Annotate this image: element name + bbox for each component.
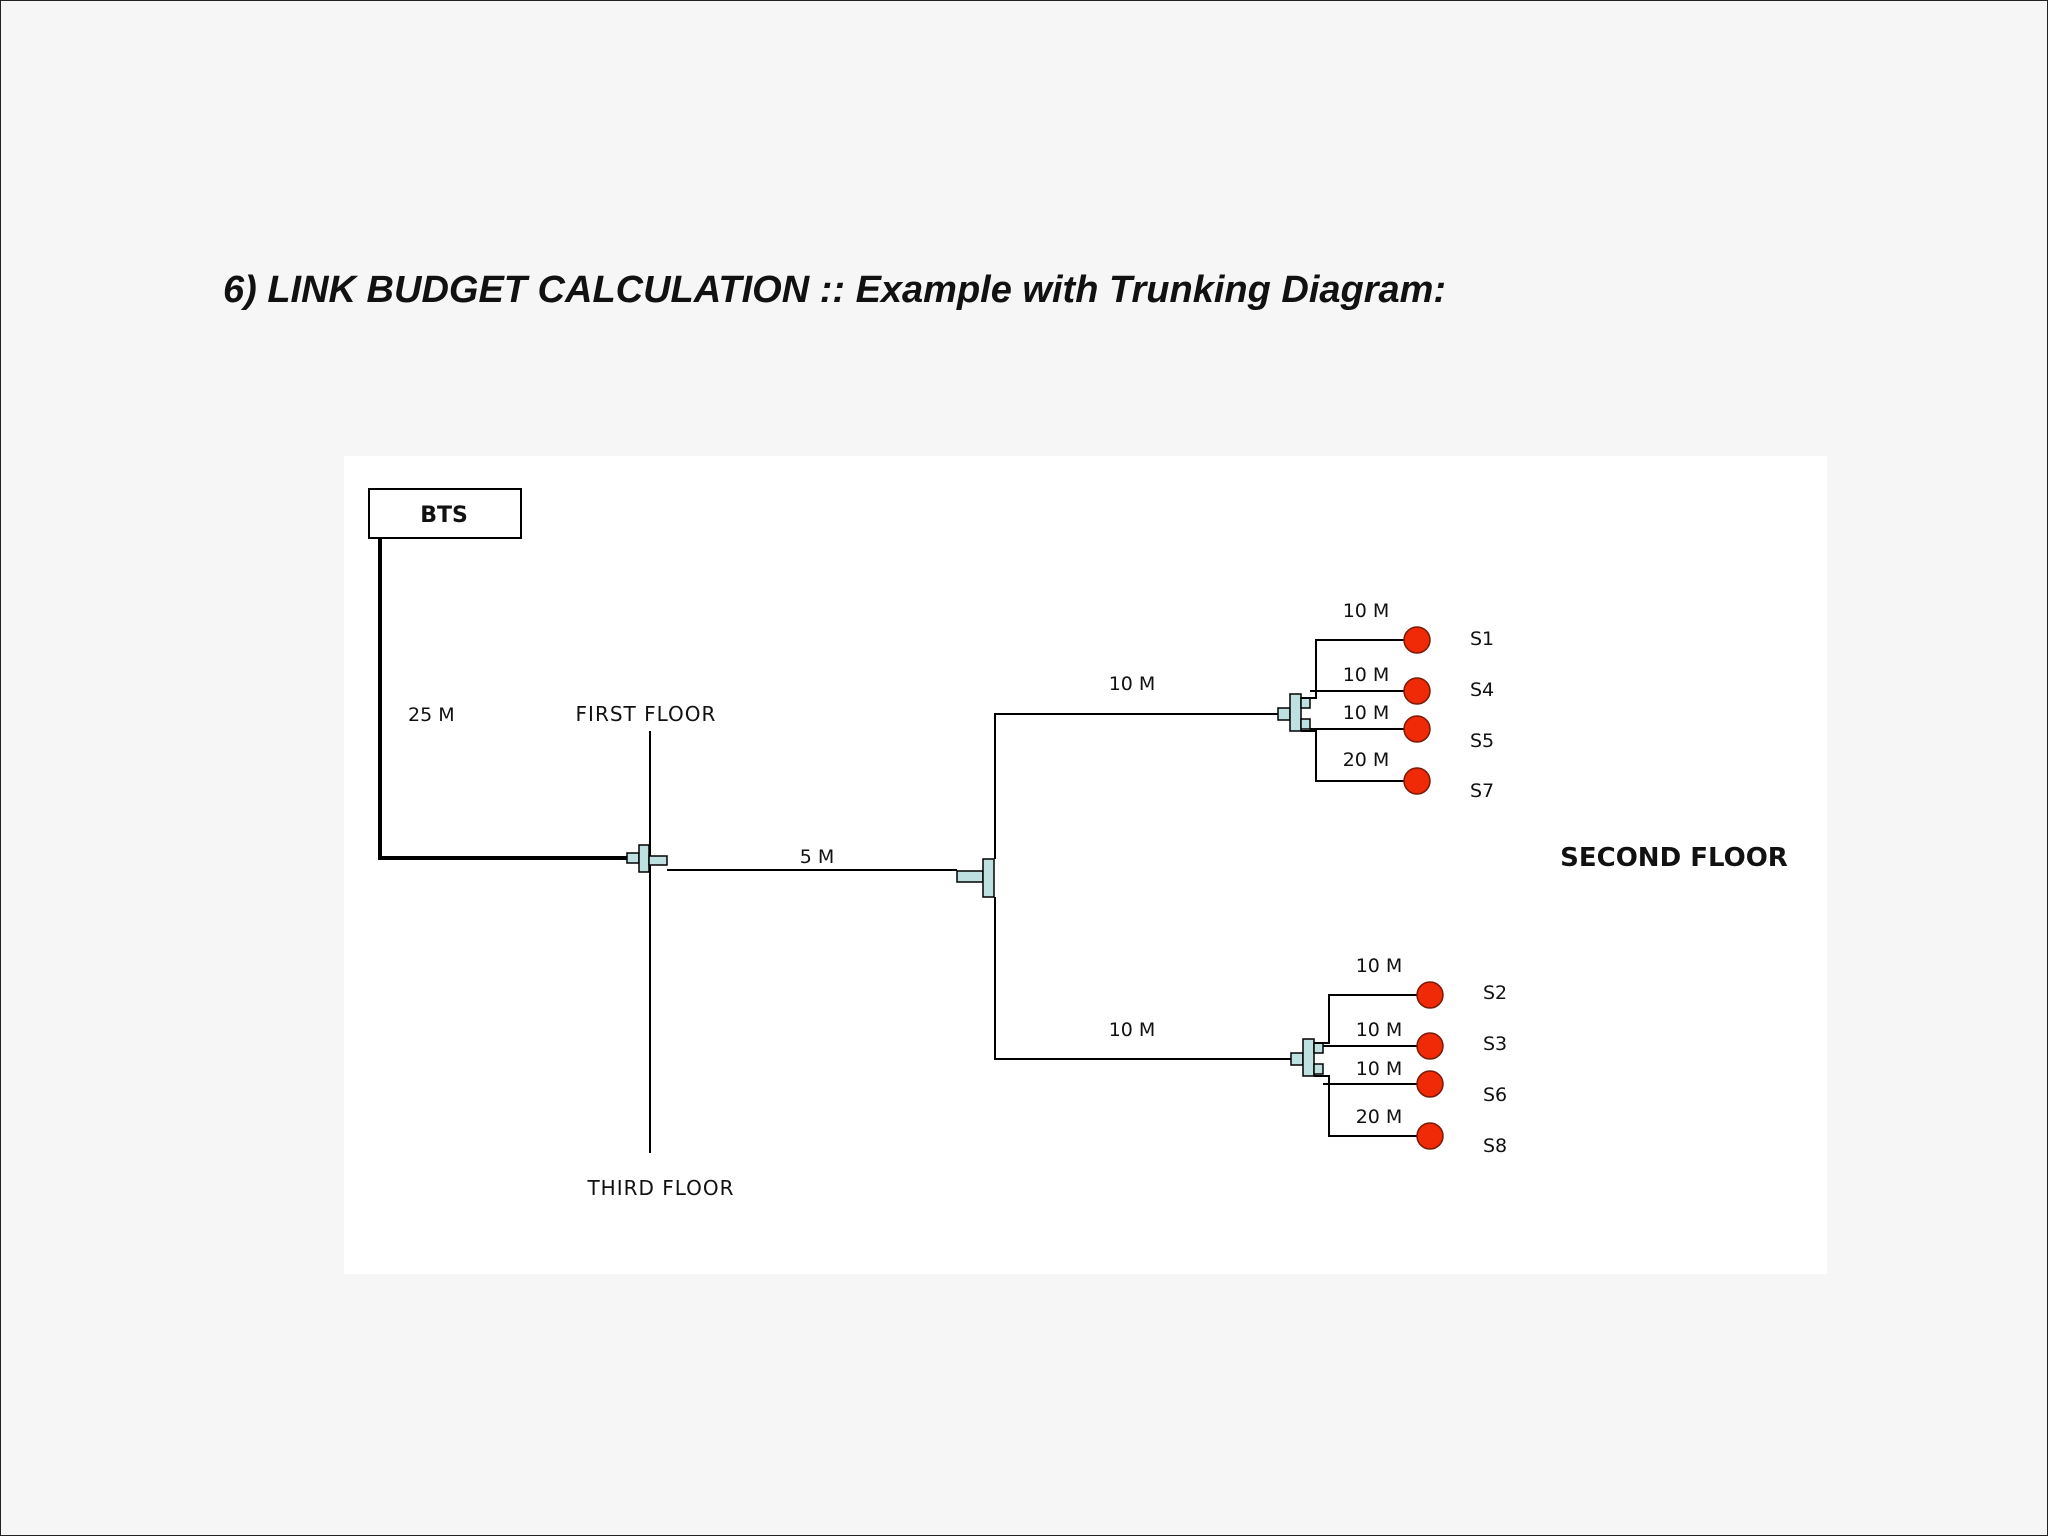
splitter-upper-port-in bbox=[1277, 707, 1291, 721]
splitter-lower-port-b bbox=[1313, 1063, 1324, 1075]
splitter-main-port-in bbox=[626, 852, 640, 864]
cable-length-s4: 10 M bbox=[1343, 664, 1390, 686]
cable-length-s7: 20 M bbox=[1343, 749, 1390, 771]
lower-branch-trunk-length-label: 10 M bbox=[1109, 1019, 1156, 1041]
splitter-main bbox=[626, 844, 668, 873]
splitter-upper-port-a bbox=[1300, 697, 1311, 709]
cable-to-s8 bbox=[1314, 1075, 1429, 1137]
splitter-lower-port-in bbox=[1290, 1052, 1304, 1066]
antenna-s8-icon bbox=[1416, 1122, 1444, 1150]
cable-to-s1 bbox=[1301, 639, 1416, 699]
antenna-s7-label: S7 bbox=[1470, 780, 1494, 802]
antenna-s1-icon bbox=[1403, 626, 1431, 654]
cable-length-s3: 10 M bbox=[1356, 1019, 1403, 1041]
third-floor-label: THIRD FLOOR bbox=[586, 1176, 734, 1200]
cable-to-s7 bbox=[1301, 730, 1416, 782]
antenna-s1-label: S1 bbox=[1470, 628, 1494, 650]
cable-length-s2: 10 M bbox=[1356, 955, 1403, 977]
splitter-second-body bbox=[982, 858, 995, 898]
second-floor-label: SECOND FLOOR bbox=[1560, 843, 1788, 873]
antenna-s4-label: S4 bbox=[1470, 679, 1494, 701]
antenna-s3-icon bbox=[1416, 1032, 1444, 1060]
splitter-lower-port-a bbox=[1313, 1042, 1324, 1054]
splitter-second-port bbox=[956, 870, 984, 883]
cable-length-s8: 20 M bbox=[1356, 1106, 1403, 1128]
antenna-s4-icon bbox=[1403, 677, 1431, 705]
antenna-s2-label: S2 bbox=[1483, 982, 1507, 1004]
bts-label: BTS bbox=[420, 503, 468, 528]
antenna-s5-icon bbox=[1403, 715, 1431, 743]
antenna-s3-label: S3 bbox=[1483, 1033, 1507, 1055]
splitter-lower-body bbox=[1302, 1038, 1315, 1077]
antenna-s5-label: S5 bbox=[1470, 730, 1494, 752]
first-floor-label: FIRST FLOOR bbox=[576, 702, 717, 726]
cable-length-s1: 10 M bbox=[1343, 600, 1390, 622]
splitter-upper-branch bbox=[1277, 693, 1311, 732]
bts-box bbox=[368, 488, 522, 539]
lower-branch-trunk-cable bbox=[994, 897, 1291, 1060]
bts-node: BTS bbox=[368, 488, 522, 539]
splitter-main-port-out bbox=[648, 855, 668, 866]
splitter-main-body bbox=[638, 844, 650, 873]
riser-length-label: 5 M bbox=[800, 846, 835, 868]
upper-branch-trunk-length-label: 10 M bbox=[1109, 673, 1156, 695]
splitter-upper-body bbox=[1289, 693, 1302, 732]
trunking-diagram: BTS 25 M FIRST FLOOR THIRD FLOOR 5 M bbox=[344, 456, 1827, 1274]
antenna-s6-icon bbox=[1416, 1070, 1444, 1098]
splitter-second-floor bbox=[956, 858, 995, 898]
upper-branch-trunk-cable bbox=[994, 713, 1278, 859]
cable-length-s5: 10 M bbox=[1343, 702, 1390, 724]
cable-to-s2 bbox=[1314, 994, 1429, 1044]
splitter-lower-branch bbox=[1290, 1038, 1324, 1077]
trunking-diagram-svg: BTS 25 M FIRST FLOOR THIRD FLOOR 5 M bbox=[368, 488, 1788, 1200]
cable-length-s6: 10 M bbox=[1356, 1058, 1403, 1080]
main-feed-cable bbox=[378, 538, 641, 860]
antenna-s7-icon bbox=[1403, 767, 1431, 795]
main-feed-length-label: 25 M bbox=[408, 704, 455, 726]
antenna-s2-icon bbox=[1416, 981, 1444, 1009]
splitter-upper-port-b bbox=[1300, 718, 1311, 730]
antenna-s6-label: S6 bbox=[1483, 1084, 1507, 1106]
antenna-s8-label: S8 bbox=[1483, 1135, 1507, 1157]
slide-title: 6) LINK BUDGET CALCULATION :: Example wi… bbox=[223, 269, 1447, 311]
